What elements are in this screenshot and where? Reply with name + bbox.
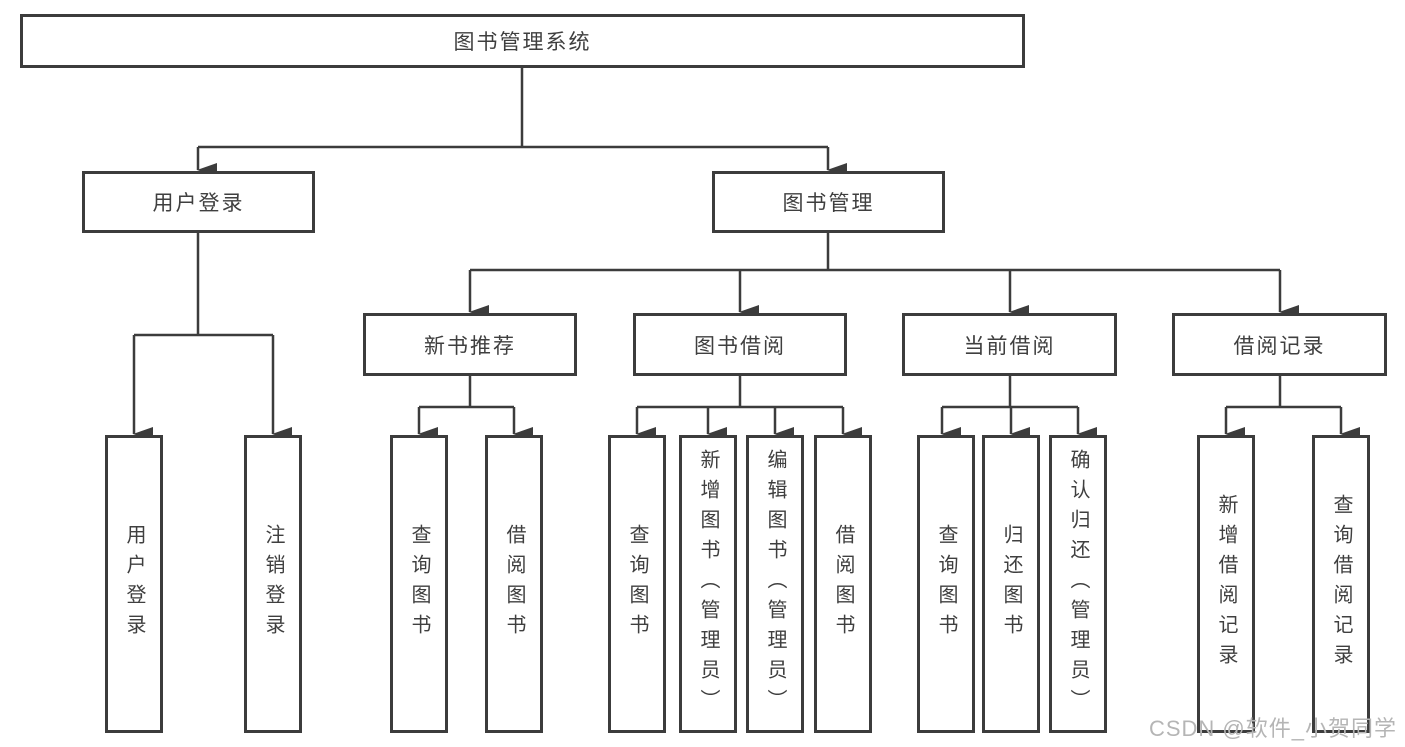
node-label: 图书管理系统 (453, 31, 592, 54)
leaf-borrow-books-1: 借阅图书 (485, 435, 543, 733)
node-book-borrowing: 图书借阅 (633, 313, 847, 376)
node-new-book-recommendation: 新书推荐 (363, 313, 577, 376)
node-label: 新书推荐 (424, 334, 516, 358)
node-label: 确认归还（管理员） (1067, 449, 1089, 719)
leaf-user-login: 用户登录 (105, 435, 163, 733)
node-current-borrowing: 当前借阅 (902, 313, 1117, 376)
leaf-query-books-3: 查询图书 (917, 435, 975, 733)
node-label: 查询图书 (408, 524, 430, 644)
leaf-confirm-return-admin: 确认归还（管理员） (1049, 435, 1107, 733)
node-label: 借阅图书 (832, 524, 854, 644)
node-label: 用户登录 (152, 192, 245, 215)
node-label: 用户登录 (123, 524, 145, 644)
leaf-query-books-2: 查询图书 (608, 435, 666, 733)
watermark: CSDN @软件_小贺同学 (1148, 716, 1397, 741)
node-label: 编辑图书（管理员） (764, 449, 786, 719)
leaf-logout: 注销登录 (244, 435, 302, 733)
node-label: 查询图书 (935, 524, 957, 644)
leaf-borrow-books-2: 借阅图书 (814, 435, 872, 733)
node-book-management: 图书管理 (712, 171, 945, 233)
node-label: 新增借阅记录 (1215, 494, 1237, 674)
leaf-query-borrow-record: 查询借阅记录 (1312, 435, 1370, 733)
leaf-add-borrow-record: 新增借阅记录 (1197, 435, 1255, 733)
node-label: 查询借阅记录 (1330, 494, 1352, 674)
leaf-return-books: 归还图书 (982, 435, 1040, 733)
node-label: 借阅记录 (1233, 334, 1326, 358)
leaf-query-books-1: 查询图书 (390, 435, 448, 733)
node-borrowing-records: 借阅记录 (1172, 313, 1387, 376)
node-label: 注销登录 (262, 524, 284, 644)
node-label: 图书借阅 (694, 334, 786, 358)
node-label: 新增图书（管理员） (697, 449, 719, 719)
node-user-login: 用户登录 (82, 171, 315, 233)
node-label: 当前借阅 (963, 334, 1056, 358)
node-label: 借阅图书 (503, 524, 525, 644)
node-library-management-system: 图书管理系统 (20, 14, 1025, 68)
leaf-add-books-admin: 新增图书（管理员） (679, 435, 737, 733)
node-label: 查询图书 (626, 524, 648, 644)
node-label: 归还图书 (1000, 524, 1022, 644)
leaf-edit-books-admin: 编辑图书（管理员） (746, 435, 804, 733)
node-label: 图书管理 (782, 192, 875, 215)
